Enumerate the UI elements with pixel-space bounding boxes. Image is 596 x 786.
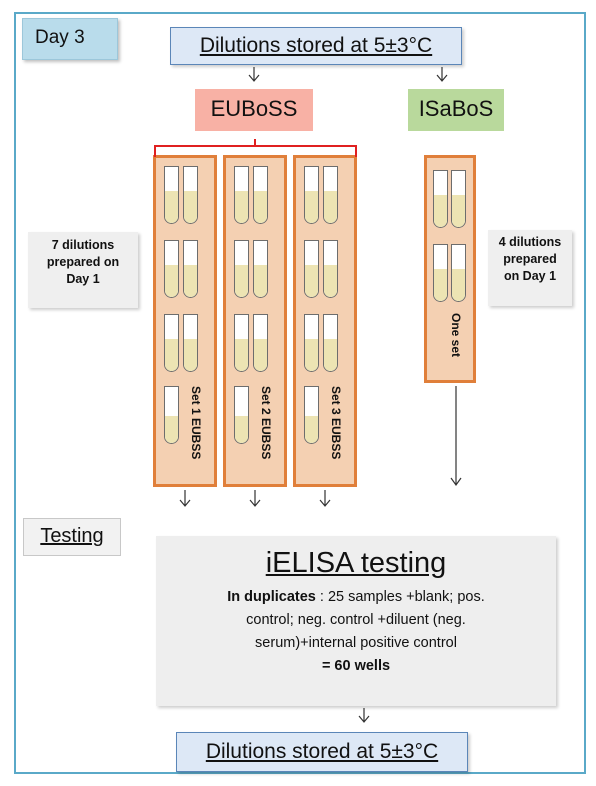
- test-tube: [234, 166, 249, 224]
- test-tube: [234, 240, 249, 298]
- euboss-brace: [154, 139, 357, 157]
- arrow-top-to-isabos: [436, 67, 448, 82]
- note-line: prepared on: [46, 255, 120, 269]
- ielisa-description: In duplicates : 25 samples +blank; pos. …: [156, 586, 556, 678]
- tube-liquid: [324, 190, 337, 223]
- test-tube: [183, 314, 198, 372]
- tube-liquid: [254, 190, 267, 223]
- tube-liquid: [434, 268, 447, 301]
- arrow-set2-down: [249, 490, 261, 507]
- euboss-set-2: Set 2 EUBSS: [223, 155, 287, 487]
- note-line: Day 1: [66, 272, 100, 286]
- test-tube: [451, 244, 466, 302]
- ielisa-total: = 60 wells: [321, 658, 391, 674]
- test-tube: [183, 240, 198, 298]
- note-euboss-dilutions: 7 dilutions prepared on Day 1: [28, 232, 138, 308]
- arrow-top-to-euboss: [248, 67, 260, 82]
- ielisa-lead: In duplicates: [227, 589, 316, 605]
- ielisa-line-2: control; neg. control +diluent (neg.: [246, 612, 466, 628]
- tube-liquid: [165, 264, 178, 297]
- tube-liquid: [235, 264, 248, 297]
- test-tube: [323, 240, 338, 298]
- euboss-set-1: Set 1 EUBSS: [153, 155, 217, 487]
- test-tube: [304, 386, 319, 444]
- arrow-set3-down: [319, 490, 331, 507]
- arrow-isabos-down: [450, 386, 462, 487]
- ielisa-title: iELISA testing: [265, 547, 447, 579]
- arrow-testing-to-stored: [358, 708, 370, 723]
- tube-liquid: [184, 190, 197, 223]
- test-tube: [433, 170, 448, 228]
- tube-liquid: [235, 416, 248, 443]
- test-tube: [433, 244, 448, 302]
- day-label: Day 3: [22, 18, 118, 60]
- note-line: 7 dilutions: [51, 238, 115, 252]
- tube-liquid: [165, 416, 178, 443]
- test-tube: [164, 386, 179, 444]
- tube-liquid: [254, 264, 267, 297]
- isabos-set: One set: [424, 155, 476, 383]
- arrow-set1-down: [179, 490, 191, 507]
- tube-liquid: [165, 338, 178, 371]
- ielisa-line-3: serum)+internal positive control: [255, 635, 457, 651]
- tube-liquid: [305, 416, 318, 443]
- test-tube: [164, 314, 179, 372]
- testing-label: Testing: [23, 518, 121, 556]
- tube-liquid: [324, 264, 337, 297]
- test-tube: [253, 166, 268, 224]
- test-tube: [164, 166, 179, 224]
- tube-liquid: [305, 338, 318, 371]
- note-line: prepared: [503, 252, 557, 266]
- test-tube: [164, 240, 179, 298]
- note-line: 4 dilutions: [498, 235, 562, 249]
- test-tube: [183, 166, 198, 224]
- test-tube: [323, 166, 338, 224]
- tube-liquid: [165, 190, 178, 223]
- tube-liquid: [452, 268, 465, 301]
- euboss-label: EUBoSS: [195, 89, 313, 131]
- test-tube: [304, 314, 319, 372]
- euboss-set-3: Set 3 EUBSS: [293, 155, 357, 487]
- tube-liquid: [254, 338, 267, 371]
- tube-liquid: [235, 338, 248, 371]
- tube-liquid: [305, 264, 318, 297]
- test-tube: [304, 240, 319, 298]
- ielisa-testing-box: iELISA testing In duplicates : 25 sample…: [156, 536, 556, 706]
- test-tube: [323, 314, 338, 372]
- test-tube: [451, 170, 466, 228]
- tube-liquid: [235, 190, 248, 223]
- note-isabos-dilutions: 4 dilutions prepared on Day 1: [488, 230, 572, 306]
- tube-liquid: [452, 194, 465, 227]
- test-tube: [234, 386, 249, 444]
- tube-liquid: [324, 338, 337, 371]
- test-tube: [253, 240, 268, 298]
- ielisa-line-1: : 25 samples +blank; pos.: [315, 589, 485, 605]
- dilutions-stored-top: Dilutions stored at 5±3°C: [170, 27, 462, 65]
- tube-liquid: [184, 264, 197, 297]
- test-tube: [253, 314, 268, 372]
- tube-liquid: [305, 190, 318, 223]
- tube-liquid: [184, 338, 197, 371]
- dilutions-stored-bottom: Dilutions stored at 5±3°C: [176, 732, 468, 772]
- isabos-label: ISaBoS: [408, 89, 504, 131]
- test-tube: [304, 166, 319, 224]
- test-tube: [234, 314, 249, 372]
- note-line: on Day 1: [503, 269, 557, 283]
- tube-liquid: [434, 194, 447, 227]
